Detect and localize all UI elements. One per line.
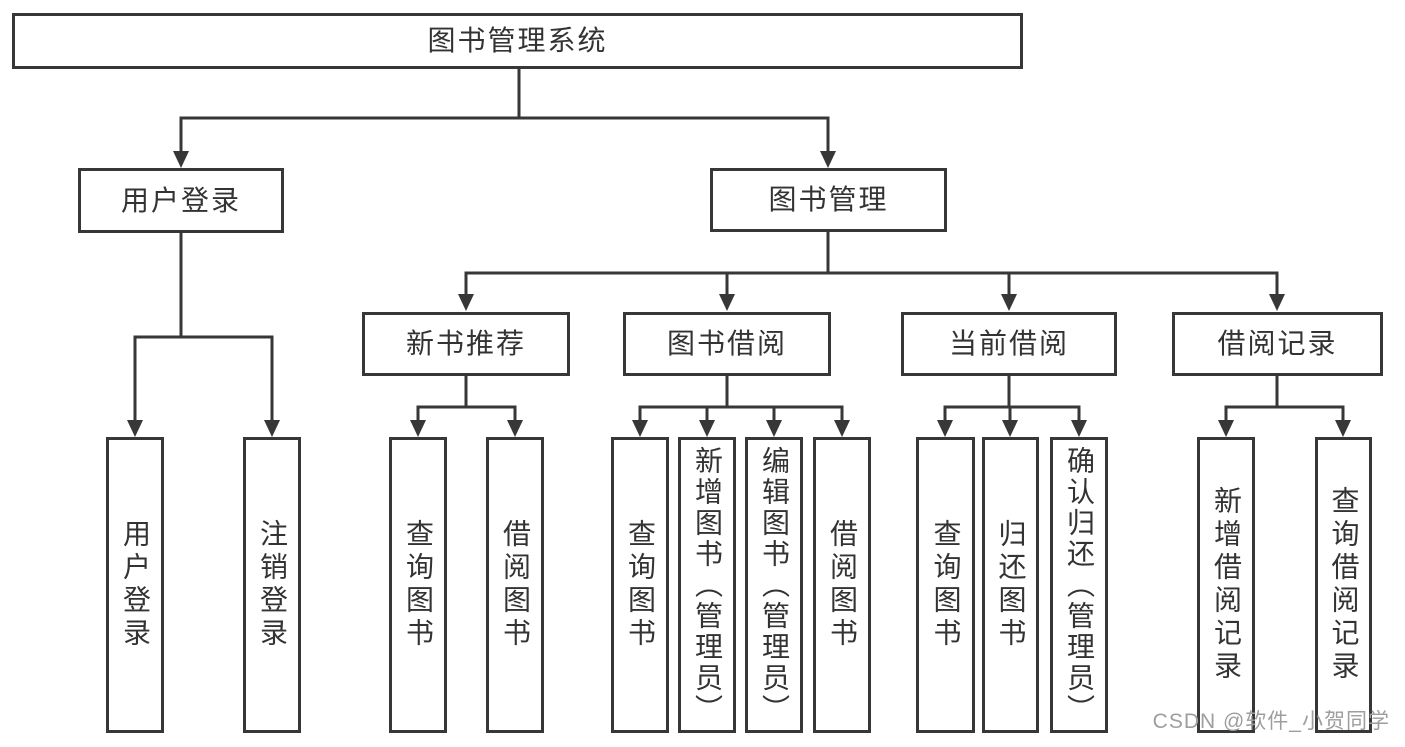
node-label: 图书管理 xyxy=(768,184,889,215)
node-current-borrowing: 当前借阅 xyxy=(901,312,1117,376)
csdn-watermark: CSDN @软件_小贺同学 xyxy=(1152,710,1390,733)
leaf-user-login: 用户登录 xyxy=(106,437,164,733)
node-label: 确认归还（管理员） xyxy=(1064,445,1095,725)
leaf-borrow-books-borrowing: 借阅图书 xyxy=(813,437,871,733)
node-label: 查询借阅记录 xyxy=(1328,486,1360,684)
leaf-confirm-return-admin: 确认归还（管理员） xyxy=(1050,437,1108,733)
node-new-book-recommend: 新书推荐 xyxy=(362,312,570,376)
leaf-borrow-books-recommend: 借阅图书 xyxy=(486,437,544,733)
node-book-borrowing: 图书借阅 xyxy=(623,312,831,376)
node-label: 新增图书（管理员） xyxy=(692,445,723,725)
node-label: 用户登录 xyxy=(120,519,151,651)
leaf-logout: 注销登录 xyxy=(243,437,301,733)
node-label: 借阅图书 xyxy=(500,519,531,651)
node-book-management: 图书管理 xyxy=(710,168,947,232)
node-label: 注销登录 xyxy=(257,519,288,651)
node-borrowing-records: 借阅记录 xyxy=(1172,312,1383,376)
node-label: 新增借阅记录 xyxy=(1211,486,1242,684)
node-label: 查询图书 xyxy=(930,519,962,651)
leaf-return-books: 归还图书 xyxy=(982,437,1039,733)
node-label: 新书推荐 xyxy=(405,328,526,359)
node-label: 查询图书 xyxy=(403,519,434,651)
leaf-query-books-borrowing: 查询图书 xyxy=(611,437,669,733)
leaf-query-books-current: 查询图书 xyxy=(916,437,975,733)
node-user-login: 用户登录 xyxy=(78,168,284,233)
leaf-query-books-recommend: 查询图书 xyxy=(389,437,447,733)
node-root-system: 图书管理系统 xyxy=(12,13,1023,69)
node-label: 用户登录 xyxy=(120,184,241,216)
node-label: 查询图书 xyxy=(625,519,656,651)
node-label: 借阅记录 xyxy=(1217,328,1338,359)
node-label: 归还图书 xyxy=(995,519,1027,651)
leaf-add-book-admin: 新增图书（管理员） xyxy=(678,437,736,733)
node-label: 图书借阅 xyxy=(666,328,787,359)
leaf-add-borrow-record: 新增借阅记录 xyxy=(1197,437,1255,733)
leaf-query-borrow-record: 查询借阅记录 xyxy=(1315,437,1372,733)
node-label: 编辑图书（管理员） xyxy=(759,445,790,725)
leaf-edit-book-admin: 编辑图书（管理员） xyxy=(745,437,803,733)
node-label: 图书管理系统 xyxy=(427,25,608,56)
node-label: 当前借阅 xyxy=(948,328,1069,359)
node-label: 借阅图书 xyxy=(827,519,858,651)
